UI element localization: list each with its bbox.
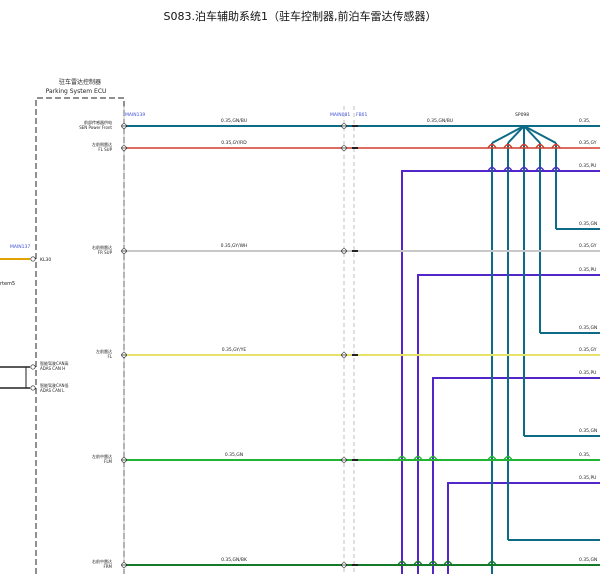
ecu-name-cn: 驻车雷达控制器 [59, 78, 101, 86]
pin-4-right-label: 0.35,GY [579, 347, 597, 353]
pin-1-wire-label: 0.35,GN/BU [221, 118, 247, 124]
can-l-label-cn: 智能驾驶CAN低 [40, 382, 69, 388]
kl30-terminal [30, 256, 36, 262]
pin-2-name-en: FL SUP [98, 147, 112, 152]
pin-2-right-label: 0.35,GY [579, 140, 597, 146]
pin-5-name-en: FLM [104, 459, 113, 464]
splice-sp098: SP098 [515, 112, 529, 118]
pin-2-name-cn: 左前侧雷达 [92, 141, 112, 147]
kl30-label: KL30 [40, 257, 51, 263]
pin-1-wire2-label: 0.35,GN/BU [427, 118, 453, 124]
pin-3-name-cn: 右前侧雷达 [92, 244, 112, 250]
pin-2-wire-label: 0.35,GY/RD [221, 140, 247, 146]
pin-row-3: 右前侧雷达 FR SUP 0.35,GY/WH 0.35,GY [92, 243, 600, 255]
pin-5-wire-label: 0.35,GN [225, 452, 243, 458]
pin-3-name-en: FR SUP [98, 250, 113, 255]
can-h-label-cn: 智能驾驶CAN高 [40, 360, 69, 366]
right-label-6: 0.35,GN [579, 428, 597, 434]
pin-6-wire-label: 0.35,GN/BK [221, 557, 248, 563]
right-label-2: 0.35,GN [579, 221, 597, 227]
pin-6-right-label: 0.35,GN [579, 557, 597, 563]
pin-6-name-cn: 右前中雷达 [92, 558, 112, 564]
ecu-name-en: Parking System ECU [46, 88, 107, 95]
connector-fb01: FB01 [356, 112, 368, 118]
right-label-4: 0.35,GN [579, 325, 597, 331]
pin-row-4: 左前雷达 FL 0.35,GY/YE 0.35,GY [96, 347, 600, 359]
can-l-terminal [30, 385, 36, 391]
pin-4-wire-label: 0.35,GY/YE [222, 347, 247, 353]
right-label-3: 0.35,PU [579, 267, 596, 273]
pin-4-name-cn: 左前雷达 [96, 348, 112, 354]
pin-1-right-label: 0.35, [579, 118, 590, 124]
parking-ecu-box: 驻车雷达控制器 Parking System ECU [35, 78, 125, 574]
pin-3-right-label: 0.35,GY [579, 243, 597, 249]
connector-terminals [121, 123, 358, 568]
pin-5-right-label: 0.35, [579, 452, 590, 458]
right-side-buses [401, 125, 600, 574]
connector-main139: MAIN139 [125, 112, 145, 118]
can-h-terminal [30, 364, 36, 370]
right-label-5: 0.35,PU [579, 370, 596, 376]
right-label-7: 0.35,PU [579, 475, 596, 481]
pin-1-name-cn: 前部传感器供电 [84, 119, 112, 125]
wire-crossing-hops [397, 143, 561, 566]
pin-3-wire-label: 0.35,GY/WH [221, 243, 248, 249]
can-h-label-en: ADAS CAN H [40, 366, 65, 371]
pin-1-name-en: SEN Power Front [79, 125, 112, 130]
left-edge-text: rtem5 [0, 281, 15, 287]
pin-6-name-en: FRM [103, 564, 112, 569]
pin-5-name-cn: 左前中雷达 [92, 453, 112, 459]
pin-row-1: 前部传感器供电 SEN Power Front 0.35,GN/BU 0.35,… [79, 118, 600, 130]
pin-4-name-en: FL [107, 354, 112, 359]
connector-main081: MAIN081 [330, 112, 350, 118]
connector-main137: MAIN137 [10, 244, 30, 250]
page-title: S083.泊车辅助系统1（驻车控制器,前泊车雷达传感器） [163, 10, 437, 23]
right-bus-labels: 0.35,PU 0.35,GN 0.35,PU 0.35,GN 0.35,PU … [579, 163, 597, 481]
pin-row-5: 左前中雷达 FLM 0.35,GN 0.35, [92, 452, 600, 464]
right-label-1: 0.35,PU [579, 163, 596, 169]
pin-row-6: 右前中雷达 FRM 0.35,GN/BK 0.35,GN [92, 557, 600, 569]
can-l-label-en: ADAS CAN L [40, 388, 65, 393]
